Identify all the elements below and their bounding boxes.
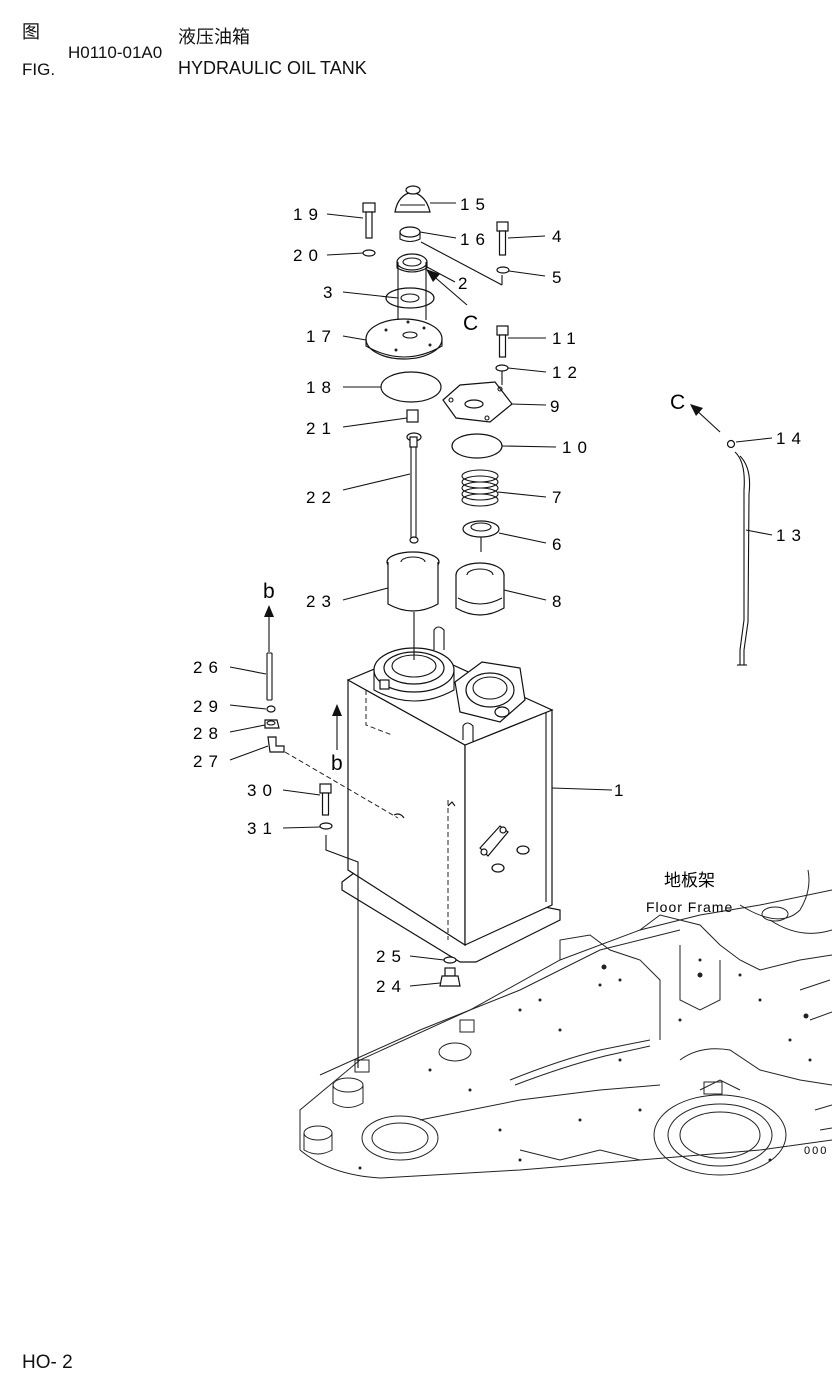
callout-25: 25: [376, 947, 407, 966]
callout-11: 11: [552, 329, 582, 348]
callout-10: 10: [562, 438, 593, 457]
callout-21: 21: [306, 419, 337, 438]
fig-code: H0110-01A0: [68, 43, 163, 62]
drain-plug: [439, 956, 461, 987]
callout-4: 4: [552, 227, 567, 246]
callout-9: 9: [550, 397, 565, 416]
callout-19: 19: [293, 205, 324, 224]
view-marker-b-pipe: b: [263, 580, 275, 603]
callout-14: 14: [776, 429, 807, 448]
filler-cap-assembly: [362, 185, 510, 403]
fig-label-en: FIG.: [22, 60, 56, 79]
callout-30: 30: [247, 781, 278, 800]
suction-strainer-assembly: [386, 409, 440, 660]
leader-lines: [229, 202, 773, 987]
corner-code: 000: [804, 1145, 828, 1157]
fig-label-cn: 图: [22, 22, 40, 42]
callout-13: 13: [776, 526, 807, 545]
sight-gauge-assembly: [264, 652, 449, 1068]
title-cn: 液压油箱: [178, 27, 250, 47]
callout-8: 8: [552, 592, 567, 611]
view-arrows: [264, 269, 721, 750]
callout-2: 2: [458, 274, 473, 293]
title-en: HYDRAULIC OIL TANK: [178, 58, 367, 78]
callout-23: 23: [306, 592, 337, 611]
callout-22: 22: [306, 488, 337, 507]
floor-frame-label-cn: 地板架: [664, 871, 715, 890]
callout-6: 6: [552, 535, 567, 554]
page-number: HO- 2: [22, 1352, 73, 1373]
hydraulic-oil-tank: [341, 626, 561, 963]
view-marker-c-top: C: [463, 312, 478, 335]
callout-26: 26: [193, 658, 224, 677]
callout-3: 3: [323, 283, 338, 302]
callout-15: 15: [460, 195, 491, 214]
callout-31: 31: [247, 819, 278, 838]
callout-27: 27: [193, 752, 224, 771]
callout-5: 5: [552, 268, 567, 287]
callout-1: 1: [614, 781, 629, 800]
callout-28: 28: [193, 724, 224, 743]
callout-12: 12: [552, 363, 583, 382]
floor-frame-label-en: Floor Frame: [646, 899, 733, 915]
return-filter-assembly: [442, 325, 513, 616]
callout-18: 18: [306, 378, 337, 397]
callout-16: 16: [460, 230, 491, 249]
callout-20: 20: [293, 246, 324, 265]
callout-7: 7: [552, 488, 567, 507]
callout-numbers: 1 2 3 4 5 6 7 8 9 10 11 12 13 14 15 16 1…: [193, 195, 828, 1157]
view-marker-b-tank: b: [331, 752, 343, 775]
view-marker-c-dipstick: C: [670, 391, 685, 414]
callout-24: 24: [376, 977, 407, 996]
dipstick: [726, 439, 751, 666]
callout-17: 17: [306, 327, 337, 346]
floor-frame-drawing: [299, 869, 832, 1179]
callout-29: 29: [193, 697, 224, 716]
